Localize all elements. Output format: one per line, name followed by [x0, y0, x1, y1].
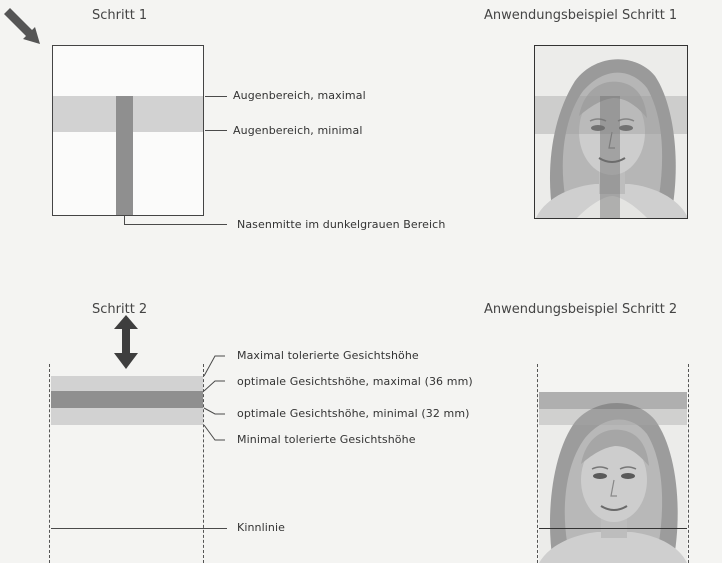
label-optimal-max: optimale Gesichtshöhe, maximal (36 mm)	[237, 375, 473, 388]
optimal-face-height-band	[51, 391, 203, 408]
example2-title: Anwendungsbeispiel Schritt 2	[484, 302, 677, 317]
example1-title: Anwendungsbeispiel Schritt 1	[484, 8, 677, 23]
leader-line-nose	[124, 224, 227, 225]
example2-portrait-photo	[539, 392, 687, 563]
example2-right-dashed-border	[688, 364, 689, 563]
chin-line	[51, 528, 203, 529]
example2-left-dashed-border	[537, 364, 538, 563]
step1-title: Schritt 1	[92, 8, 147, 23]
nose-center-band	[116, 96, 133, 215]
label-nose-center: Nasenmitte im dunkelgrauen Bereich	[237, 218, 445, 231]
step1-template-frame	[52, 45, 204, 216]
leader-line-eye-max	[205, 96, 227, 97]
label-min-tolerated: Minimal tolerierte Gesichtshöhe	[237, 433, 416, 446]
max-tolerated-face-height-band	[51, 376, 203, 391]
leader-line-chin	[203, 528, 227, 529]
label-max-tolerated: Maximal tolerierte Gesichtshöhe	[237, 349, 419, 362]
label-optimal-min: optimale Gesichtshöhe, minimal (32 mm)	[237, 407, 470, 420]
step2-left-dashed-border	[49, 364, 50, 563]
example1-portrait-photo	[534, 45, 688, 219]
label-chin-line: Kinnlinie	[237, 521, 285, 534]
leader-line-eye-min	[205, 130, 227, 131]
min-tolerated-face-height-band	[51, 408, 203, 425]
vertical-double-arrow-icon	[111, 315, 141, 371]
label-eye-max: Augenbereich, maximal	[233, 89, 366, 102]
label-eye-min: Augenbereich, minimal	[233, 124, 363, 137]
